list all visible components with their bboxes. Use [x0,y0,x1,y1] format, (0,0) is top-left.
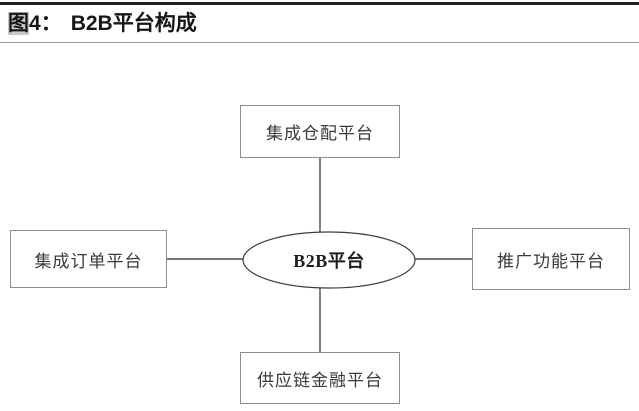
figure-title-text: B2B平台构成 [70,12,197,35]
node-box-top: 集成仓配平台 [240,105,400,158]
figure-number: 4 [29,12,41,35]
diagram-canvas: B2B平台 集成仓配平台 集成订单平台 推广功能平台 供应链金融平台 [0,44,639,411]
header-rule-top [0,2,639,5]
node-box-bottom: 供应链金融平台 [240,352,400,404]
node-box-left: 集成订单平台 [10,230,167,288]
figure-colon: ： [40,12,62,35]
diagram-connectors-and-ellipse [167,158,472,352]
figure-title: 图4： B2B平台构成 [8,10,197,38]
figure-label-cjk: 图 [8,12,29,35]
center-ellipse [242,231,416,289]
node-box-right: 推广功能平台 [472,228,630,290]
header-rule-bottom [0,42,639,43]
